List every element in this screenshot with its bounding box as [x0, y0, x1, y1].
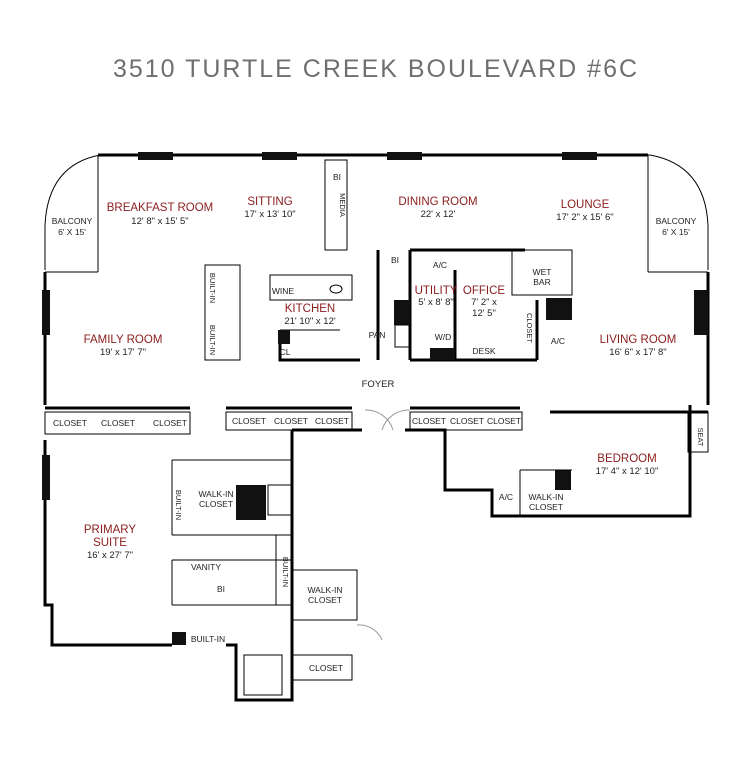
walkin-bed-label-1: WALK-IN: [528, 492, 563, 502]
office-closet-label: CLOSET: [525, 313, 534, 343]
closet-label-d: CLOSET: [232, 416, 266, 426]
primary-suite-name-1: PRIMARY: [84, 524, 137, 536]
seat-label: SEAT: [696, 427, 705, 446]
vanity-label: VANITY: [191, 562, 221, 572]
built-in-kitchen-1: BUILT-IN: [208, 273, 217, 303]
closet-label-a: CLOSET: [53, 418, 87, 428]
balcony-left-name: BALCONY: [52, 216, 93, 226]
dining-room-name: DINING ROOM: [398, 196, 477, 208]
walkin-bed-label-2: CLOSET: [529, 502, 563, 512]
balcony-left-dim: 6' X 15': [58, 227, 86, 237]
primary-suite-dim: 16' x 27' 7": [87, 550, 133, 561]
office-dim-1: 7' 2" x: [471, 297, 497, 308]
wet-bar-label-1: WET: [533, 267, 552, 277]
kitchen-name: KITCHEN: [285, 303, 335, 315]
bi-label: BI: [333, 172, 341, 182]
family-room-name: FAMILY ROOM: [84, 334, 163, 346]
exterior-walls: [43, 153, 710, 702]
primary-suite-name-2: SUITE: [93, 537, 127, 549]
built-in-primary: BUILT-IN: [174, 490, 183, 520]
closet-label-e: CLOSET: [274, 416, 308, 426]
closet-label-c: CLOSET: [153, 418, 187, 428]
walkin-center-label-1: WALK-IN: [307, 585, 342, 595]
window-columns: [42, 152, 708, 500]
closet-label-g: CLOSET: [412, 416, 446, 426]
bedroom-dim: 17' 4" x 12' 10": [596, 466, 659, 477]
living-room-name: LIVING ROOM: [600, 334, 677, 346]
closet-label-h: CLOSET: [450, 416, 484, 426]
closet-label-f: CLOSET: [315, 416, 349, 426]
sitting-dim: 17' x 13' 10": [244, 209, 295, 220]
wet-bar-label-2: BAR: [533, 277, 550, 287]
closet-bottom-label: CLOSET: [309, 663, 343, 673]
office-name: OFFICE: [463, 285, 505, 297]
pantry-label: PAN: [369, 330, 386, 340]
plan-title: 3510 TURTLE CREEK BOULEVARD #6C: [112, 55, 640, 83]
breakfast-room-dim: 12' 8" x 15' 5": [131, 216, 188, 227]
closet-label-b: CLOSET: [101, 418, 135, 428]
breakfast-room-name: BREAKFAST ROOM: [107, 202, 214, 214]
bi-label-2: BI: [391, 255, 399, 265]
desk-label: DESK: [472, 346, 495, 356]
built-in-bottom: BUILT-IN: [191, 634, 225, 644]
built-in-kitchen-2: BUILT-IN: [208, 325, 217, 355]
bedroom-name: BEDROOM: [597, 453, 656, 465]
walkin-primary-label-2: CLOSET: [199, 499, 233, 509]
cl-label: CL: [280, 347, 291, 357]
ac-label-1: A/C: [433, 260, 447, 270]
foyer-name: FOYER: [362, 379, 395, 390]
bi-primary-label: BI: [217, 584, 225, 594]
family-room-dim: 19' x 17' 7": [100, 347, 146, 358]
office-dim-2: 12' 5": [472, 308, 496, 319]
wd-label: W/D: [435, 332, 452, 342]
sitting-name: SITTING: [247, 196, 292, 208]
balcony-right-name: BALCONY: [656, 216, 697, 226]
dining-room-dim: 22' x 12': [421, 209, 456, 220]
lounge-name: LOUNGE: [561, 199, 610, 211]
closet-label-i: CLOSET: [487, 416, 521, 426]
ac-label-2: A/C: [551, 336, 565, 346]
lounge-dim: 17' 2" x 15' 6": [556, 212, 613, 223]
walkin-center-label-2: CLOSET: [308, 595, 342, 605]
kitchen-dim: 21' 10" x 12': [284, 316, 336, 327]
utility-name: UTILITY: [415, 285, 458, 297]
wine-label: WINE: [272, 286, 295, 296]
balcony-right-dim: 6' X 15': [662, 227, 690, 237]
interior-walls: [44, 159, 709, 696]
ac-label-3: A/C: [499, 492, 513, 502]
living-room-dim: 16' 6" x 17' 8": [609, 347, 666, 358]
built-in-primary-2: BUILT-IN: [281, 557, 290, 587]
utility-dim: 5' x 8' 8": [418, 297, 454, 308]
walkin-primary-label-1: WALK-IN: [198, 489, 233, 499]
media-label: MEDIA: [338, 193, 347, 217]
